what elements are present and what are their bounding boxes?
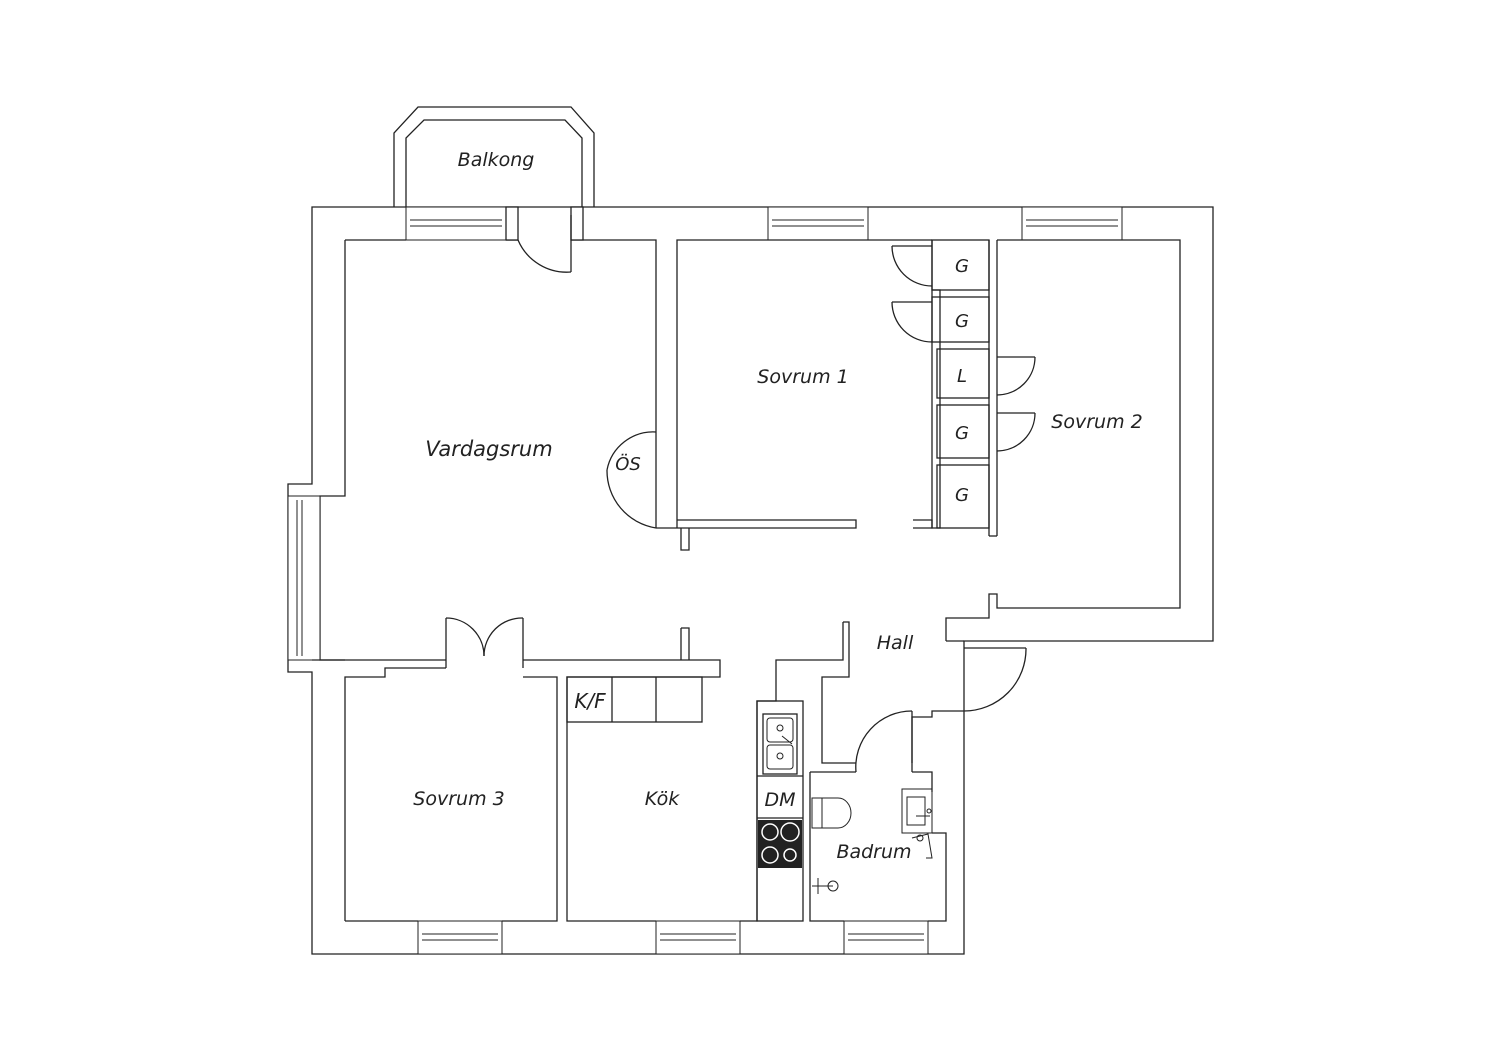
bedroom-3-double-door xyxy=(445,617,524,668)
outer-walls xyxy=(287,206,1214,955)
wardrobe-4-label: G xyxy=(955,485,969,506)
fireplace-label: ÖS xyxy=(615,453,641,475)
living-room-label: Vardagsrum xyxy=(425,437,552,461)
hall-and-bathroom-walls xyxy=(809,621,1027,922)
balcony xyxy=(393,106,595,207)
window-bedroom-2 xyxy=(1021,206,1123,241)
kitchen-walls xyxy=(523,622,844,922)
labels: Balkong Vardagsrum Sovrum 1 Sovrum 2 Sov… xyxy=(413,149,1142,863)
window-kitchen xyxy=(655,920,741,955)
dishwasher-label: DM xyxy=(764,789,795,811)
kitchen-label: Kök xyxy=(645,788,680,810)
wardrobe-3-label: G xyxy=(955,423,969,444)
window-bedroom-3 xyxy=(417,920,503,955)
bedroom-2-label: Sovrum 2 xyxy=(1051,411,1142,433)
living-room-walls xyxy=(345,239,677,529)
stove xyxy=(758,820,802,868)
bedroom-3-walls xyxy=(312,659,558,922)
wardrobe-1-label: G xyxy=(955,256,969,277)
bathroom-label: Badrum xyxy=(836,841,911,863)
bedroom-1-label: Sovrum 1 xyxy=(757,366,848,388)
window-bathroom xyxy=(843,920,929,955)
bedroom-3-label: Sovrum 3 xyxy=(413,788,504,810)
closets xyxy=(891,239,1036,537)
hall-label: Hall xyxy=(877,632,914,654)
window-bedroom-1 xyxy=(767,206,869,241)
window-living-room xyxy=(405,206,507,241)
wardrobe-2-label: G xyxy=(955,311,969,332)
bedroom-2-walls xyxy=(945,239,1181,642)
linen-closet-label: L xyxy=(957,366,967,387)
bedroom-1-walls xyxy=(676,239,933,551)
window-living-side xyxy=(287,495,321,661)
balcony-label: Balkong xyxy=(458,149,535,171)
balcony-door xyxy=(505,206,584,273)
bathroom-fixtures xyxy=(811,788,933,894)
open-fireplace xyxy=(606,431,657,529)
fridge-freezer-label: K/F xyxy=(574,689,606,713)
